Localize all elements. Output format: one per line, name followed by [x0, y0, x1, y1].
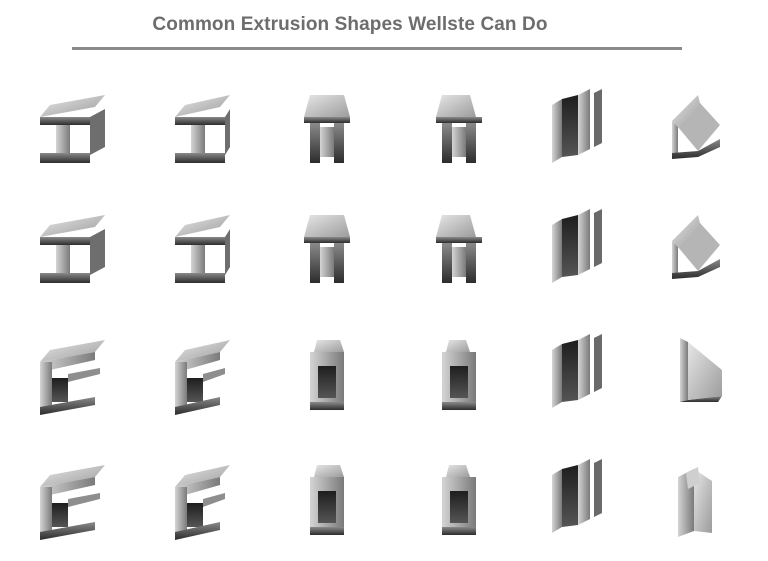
c-channel-tall-icon — [522, 455, 632, 555]
tee-stepped-icon — [398, 85, 508, 185]
tapered-tee-icon — [272, 85, 382, 185]
c-channel-flat-icon — [20, 455, 130, 555]
angle-rounded-icon — [638, 205, 748, 305]
i-beam-twisted-icon — [145, 85, 255, 185]
c-channel-curled-icon — [145, 330, 255, 430]
c-channel-wide-icon — [145, 455, 255, 555]
c-channel-narrow-icon — [398, 330, 508, 430]
u-channel-narrow-icon — [398, 455, 508, 555]
tee-angled-icon — [398, 205, 508, 305]
page-title: Common Extrusion Shapes Wellste Can Do — [152, 14, 548, 35]
angle-tall-icon — [638, 330, 748, 430]
i-beam-narrow-icon — [20, 205, 130, 305]
h-beam-tall-icon — [522, 205, 632, 305]
i-beam-rounded-icon — [145, 205, 255, 305]
u-channel-box-icon — [272, 455, 382, 555]
tapered-tee-solid-icon — [272, 205, 382, 305]
c-channel-lipped-icon — [20, 330, 130, 430]
h-beam-upright-icon — [522, 85, 632, 185]
title-divider — [72, 47, 682, 50]
c-channel-box-icon — [272, 330, 382, 430]
i-beam-wide-flange-icon — [20, 85, 130, 185]
c-channel-upright-icon — [522, 330, 632, 430]
y-angle-icon — [638, 455, 748, 555]
angle-bent-icon — [638, 85, 748, 185]
